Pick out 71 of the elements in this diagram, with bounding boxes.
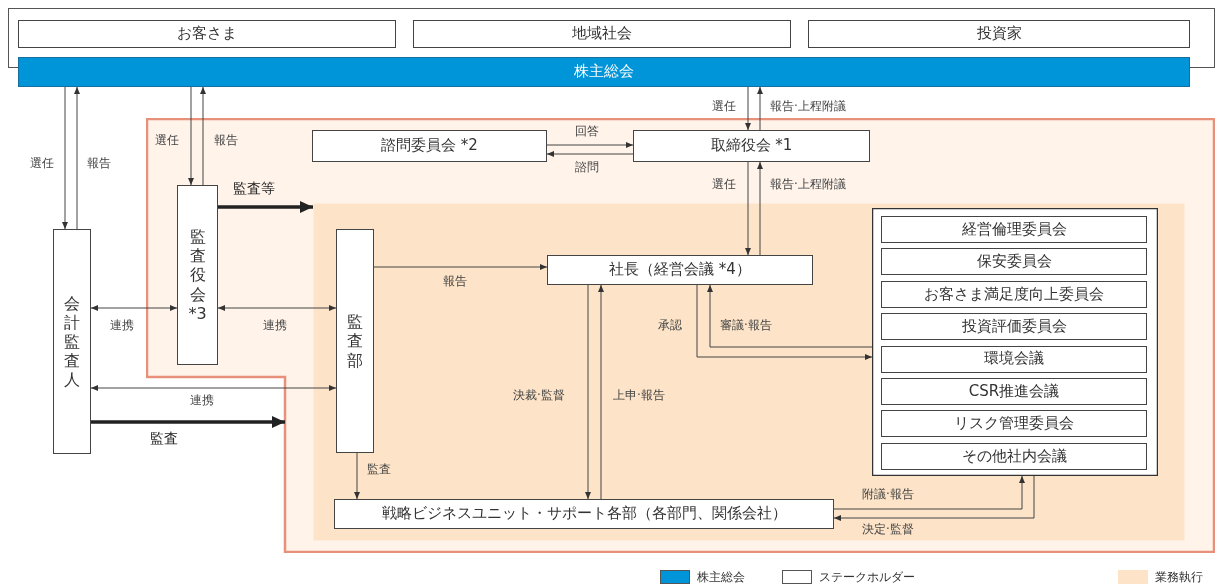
edge-label: 監査 xyxy=(150,431,178,445)
edge-label: 監査 xyxy=(367,462,391,476)
committee-panel xyxy=(872,208,1158,476)
organization-box: 戦略ビジネスユニット・サポート各部（各部門、関係会社） xyxy=(334,499,834,529)
edge-label: 附議·報告 xyxy=(862,487,914,501)
organization-box: CSR推進会議 xyxy=(881,378,1147,405)
edge-label: 諮問 xyxy=(575,160,599,174)
arrow xyxy=(217,305,337,311)
edge-label: 決裁·監督 xyxy=(513,388,565,402)
edge-label: 上申·報告 xyxy=(613,388,665,402)
arrow xyxy=(188,86,194,186)
arrow xyxy=(833,475,1035,521)
edge-label: 報告 xyxy=(87,156,111,170)
arrow xyxy=(200,86,206,186)
organization-box: 経営倫理委員会 xyxy=(881,216,1147,243)
edge-label: 連携 xyxy=(190,393,214,407)
arrow xyxy=(218,201,313,213)
edge-label: 報告 xyxy=(443,274,467,288)
arrow xyxy=(90,305,178,311)
organization-box: 環境会議 xyxy=(881,345,1147,373)
organization-box: お客さま満足度向上委員会 xyxy=(881,280,1147,308)
edge-label: 報告·上程附議 xyxy=(770,99,846,113)
edge-label: 連携 xyxy=(110,318,134,332)
arrow xyxy=(833,475,1025,510)
edge-label: 承認 xyxy=(658,318,682,332)
meeting-band: 株主総会 xyxy=(18,57,1190,87)
edge-label: 監査等 xyxy=(233,181,275,195)
edge-label: 選任 xyxy=(712,99,736,113)
organization-box: 会計監査人 xyxy=(53,229,91,454)
edge-label: 決定·監督 xyxy=(862,522,914,536)
arrow xyxy=(598,284,604,500)
legend-label: 株主総会 xyxy=(697,570,745,584)
arrow xyxy=(62,86,68,230)
arrow xyxy=(90,385,337,391)
arrow xyxy=(745,86,751,131)
organization-box: 監査部 xyxy=(336,229,374,453)
organization-box: 地域社会 xyxy=(413,20,791,48)
arrow xyxy=(757,161,763,256)
arrow xyxy=(546,142,634,148)
organization-box: 取締役会 *1 xyxy=(633,130,870,162)
legend-label: 業務執行 xyxy=(1155,570,1203,584)
organization-box: リスク管理委員会 xyxy=(881,410,1147,438)
arrow xyxy=(745,161,751,256)
arrow xyxy=(707,284,873,348)
arrow xyxy=(585,284,591,500)
organization-box: 諮問委員会 *2 xyxy=(312,130,547,162)
organization-box: その他社内会議 xyxy=(881,442,1147,470)
organization-box: 社長（経営会議 *4） xyxy=(547,255,813,285)
organization-box: 投資評価委員会 xyxy=(881,313,1147,341)
arrow xyxy=(91,416,285,428)
edge-label: 選任 xyxy=(712,177,736,191)
company-boundary xyxy=(146,118,1215,553)
organization-box: 監査役会 *3 xyxy=(177,185,218,365)
organization-box: 保安委員会 xyxy=(881,248,1147,276)
edge-label: 報告 xyxy=(214,133,238,147)
arrow xyxy=(74,86,80,230)
arrow xyxy=(757,86,763,131)
edge-label: 選任 xyxy=(155,133,179,147)
edge-label: 連携 xyxy=(263,318,287,332)
edge-label: 審議·報告 xyxy=(720,318,772,332)
edge-label: 選任 xyxy=(30,156,54,170)
edge-label: 報告·上程附議 xyxy=(770,177,846,191)
execution-area xyxy=(313,203,1185,541)
arrow xyxy=(696,284,873,360)
arrow xyxy=(354,452,360,500)
organization-box: 投資家 xyxy=(808,20,1190,48)
organization-box: お客さま xyxy=(18,20,396,48)
arrow xyxy=(546,151,634,157)
legend-label: ステークホルダー xyxy=(819,570,915,584)
edge-label: 回答 xyxy=(575,124,599,138)
arrow xyxy=(373,264,548,270)
